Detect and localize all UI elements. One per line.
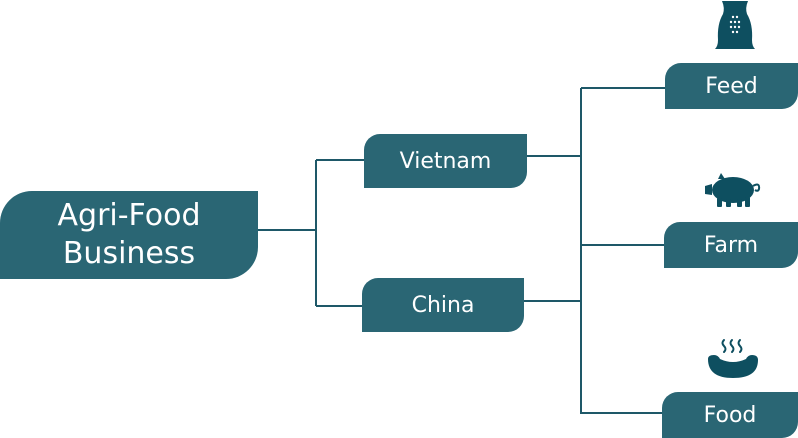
feed-sack-icon xyxy=(715,1,755,49)
segment-node-farm: Farm xyxy=(664,222,798,268)
segment-node-label: Farm xyxy=(703,232,759,258)
segment-node-label: Feed xyxy=(705,73,758,99)
segment-node-feed: Feed xyxy=(665,63,798,109)
root-node: Agri-Food Business xyxy=(0,191,258,279)
segment-node-label: Food xyxy=(703,402,757,428)
country-node-china: China xyxy=(362,278,524,332)
segment-node-food: Food xyxy=(662,392,798,438)
country-node-label: China xyxy=(411,292,475,318)
country-node-vietnam: Vietnam xyxy=(364,134,527,188)
pig-icon xyxy=(705,173,761,207)
country-node-label: Vietnam xyxy=(399,148,492,174)
root-node-label: Agri-Food Business xyxy=(57,198,201,271)
sausage-icon xyxy=(708,339,758,378)
